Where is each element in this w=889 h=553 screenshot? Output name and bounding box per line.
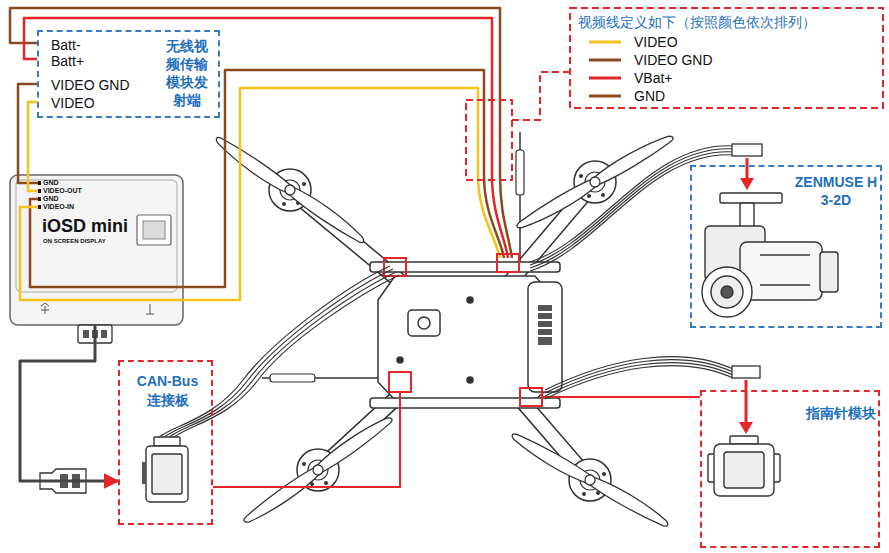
osd-module: GNDVIDEO-OUTGNDVIDEO-INiOSD miniON SCREE… (10, 175, 183, 325)
compass-module (708, 436, 780, 496)
legend-row: GND (588, 87, 665, 105)
legend-text: GND (634, 87, 665, 105)
pin-label: VIDEO GND (51, 77, 130, 93)
product-name: iOSD mini (42, 215, 128, 237)
legend-swatch-box (588, 51, 622, 69)
module-title: 无线视频传输模块发射端 (165, 37, 208, 109)
wire-connector (20, 325, 118, 481)
legend-swatch (589, 41, 621, 44)
drone-frame (370, 262, 562, 408)
propeller (212, 131, 676, 531)
legend-row: VIDEO (588, 33, 678, 51)
canbus-box: CAN-Bus 连接板 (118, 360, 213, 525)
wire-connector (28, 102, 37, 175)
legend-text: VIDEO (634, 33, 678, 51)
pin-label: Batt- (51, 37, 81, 53)
osd-body (10, 175, 183, 325)
legend-swatch-box (588, 33, 622, 51)
legend-swatch (589, 95, 621, 98)
legend-title: 视频线定义如下（按照颜色依次排列） (578, 13, 816, 31)
legend-row: VBat+ (588, 69, 673, 87)
legend-text: VIDEO GND (634, 51, 713, 69)
pin-label: VIDEO-OUT (43, 187, 82, 195)
canbus-cable (158, 266, 399, 438)
legend-swatch (589, 59, 621, 62)
pin-label: VIDEO (51, 95, 95, 111)
callout-leader (213, 8, 883, 487)
module-title: ZENMUSE H3-2D (794, 173, 878, 209)
pin-label: Batt+ (51, 53, 84, 69)
compass-cable (545, 357, 760, 399)
legend-text: VBat+ (634, 69, 673, 87)
pin-label: GND (43, 195, 59, 203)
legend-swatch-box (588, 69, 622, 87)
pointer-arrow (739, 380, 753, 434)
module-title: 指南针模块 (806, 404, 876, 422)
canbus-board (142, 437, 188, 502)
pin-label: GND (43, 179, 59, 187)
gimbal-box: ZENMUSE H3-2D (690, 165, 882, 328)
compass-box: 指南针模块 (700, 390, 880, 548)
transmitter-module: Batt-Batt+ VIDEO GND VIDEO 无线视频传输模块发射端 (37, 30, 220, 118)
cable-connector (40, 325, 112, 493)
pointer-arrow (740, 158, 754, 190)
product-subtitle: ON SCREEN DISPLAY (43, 238, 106, 245)
module-title: CAN-Bus 连接板 (131, 372, 204, 410)
gimbal-camera (702, 193, 838, 317)
legend-swatch (589, 77, 621, 80)
video-wire (10, 8, 512, 300)
wire-connector (18, 84, 37, 175)
legend-swatch-box (588, 87, 622, 105)
legend-row: VIDEO GND (588, 51, 713, 69)
pin-label: VIDEO-IN (43, 203, 74, 211)
